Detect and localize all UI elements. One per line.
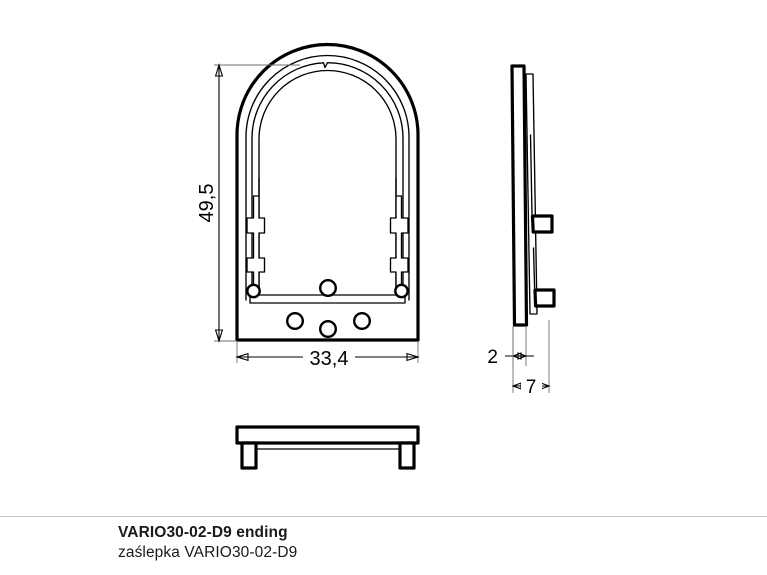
dimension-depth: 7 [511,320,551,398]
dim-thickness-label: 2 [487,347,498,368]
front-hole-left [286,312,305,331]
side-seam-lower [532,247,536,289]
dimension-height: 49,5 [196,63,300,343]
front-boss-center [319,279,338,298]
side-view [510,64,556,327]
caption-block: VARIO30-02-D9 ending zaślepka VARIO30-02… [118,523,678,563]
dim-height-arrow-bottom [214,329,224,343]
dim-width-label: 33,4 [310,348,349,370]
bottom-view [235,425,420,470]
front-inner-arch-outline [245,54,410,301]
bottom-leg-left [240,441,258,470]
front-hole-right [353,312,372,331]
side-tab-upper [530,214,554,234]
technical-drawing-svg: 49,5 33,4 2 [196,42,556,470]
dimension-thickness: 2 [487,326,534,368]
front-left-rail-profile [246,177,266,295]
side-tab-lower [533,288,556,308]
dim-width-label-bg [303,344,355,370]
caption-title: VARIO30-02-D9 ending [118,524,288,541]
side-seam-upper [529,134,533,215]
side-faceplate [510,64,529,327]
dim-width-arrow-left [235,352,249,362]
dim-depth-label: 7 [526,377,537,398]
dimension-width: 33,4 [235,341,420,370]
bottom-top-plate [235,425,420,445]
dim-height-arrow-top [214,63,224,77]
front-boss-right-upper [394,283,409,299]
front-boss-left-upper [246,283,261,299]
dim-thick-arrow-left [511,352,522,360]
dim-height-label: 49,5 [196,184,218,223]
drawing-canvas: 49,5 33,4 2 [196,42,556,470]
front-hole-center [319,320,338,339]
dim-depth-label-bg [521,374,542,398]
caption-separator [0,516,767,517]
front-cavity-wall [251,62,404,301]
dim-thick-arrow-right [517,352,528,360]
front-right-rail-profile [389,177,409,295]
front-bottom-ledge [249,294,406,304]
front-outer-outline [235,42,420,342]
front-view [235,42,420,342]
dim-width-arrow-right [406,352,420,362]
bottom-leg-right [398,441,416,470]
caption-subtitle: zaślepka VARIO30-02-D9 [118,544,298,561]
